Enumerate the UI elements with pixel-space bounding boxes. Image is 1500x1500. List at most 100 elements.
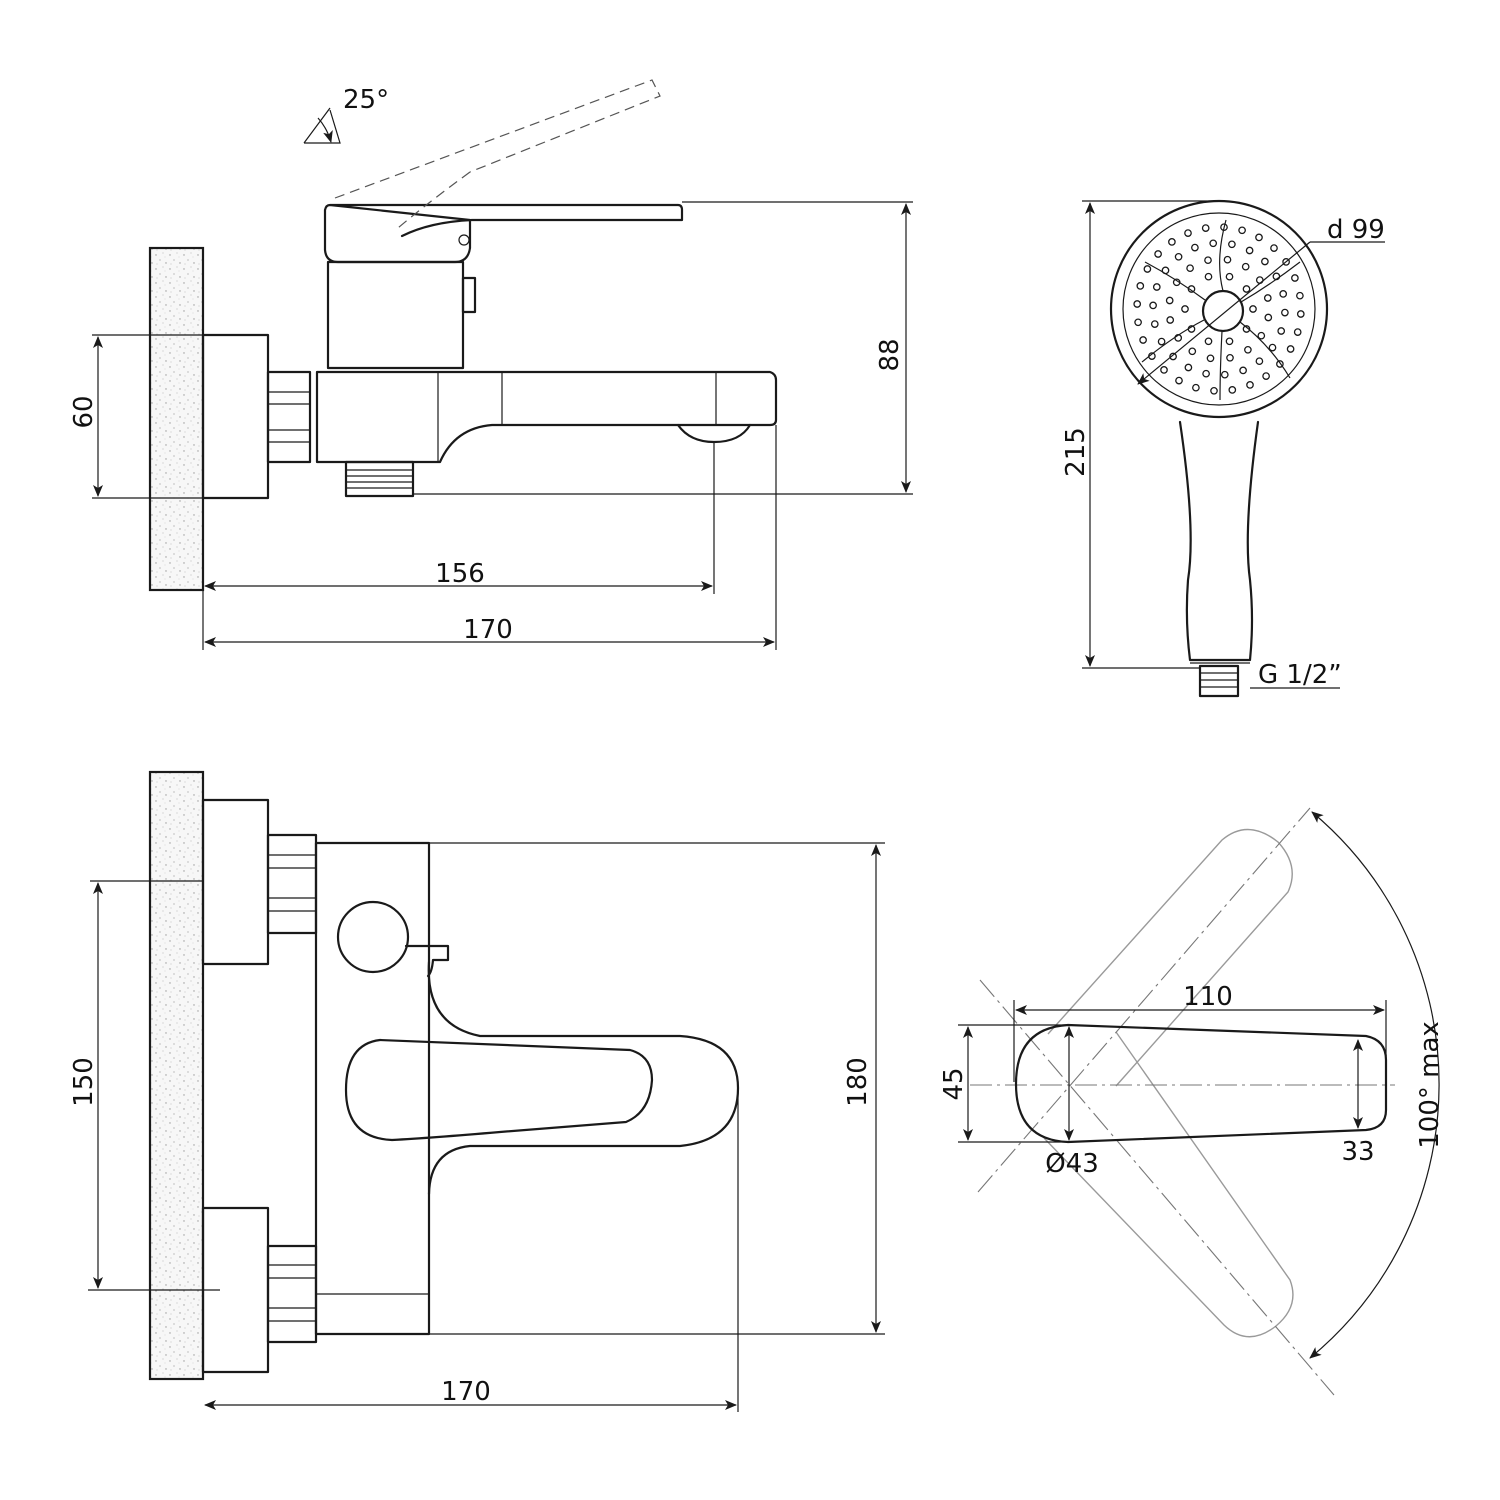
- dim-front-length-170: 170: [441, 1377, 491, 1407]
- shower-nozzle: [1246, 381, 1254, 389]
- shower-nozzle: [1134, 318, 1142, 327]
- shower-nozzle: [1175, 376, 1183, 385]
- shower-nozzle: [1191, 243, 1199, 252]
- shower-nozzle: [1149, 301, 1157, 310]
- shower-nozzle: [1261, 257, 1269, 266]
- shower-nozzle: [1143, 265, 1152, 273]
- shower-nozzle: [1181, 305, 1189, 313]
- shower-nozzle: [1220, 370, 1229, 379]
- shower-nozzle: [1157, 337, 1166, 346]
- shower-nozzle: [1225, 272, 1234, 281]
- dim-shower-length: 215: [1061, 427, 1091, 477]
- shower-spokes: [1141, 219, 1301, 401]
- shower-nozzle: [1206, 354, 1215, 363]
- shower-nozzle: [1136, 282, 1145, 290]
- shower-nozzle: [1263, 294, 1272, 302]
- shower-nozzle: [1245, 246, 1254, 255]
- side-spout: [315, 370, 778, 464]
- shower-nozzle: [1279, 290, 1288, 298]
- shower-nozzle: [1268, 343, 1277, 352]
- shower-nozzle: [1204, 256, 1212, 265]
- shower-nozzle: [1188, 347, 1197, 356]
- side-diverter-knob: [461, 276, 477, 314]
- shower-nozzle: [1296, 310, 1305, 318]
- shower-nozzle: [1270, 244, 1278, 252]
- front-nut-bottom: [266, 1244, 318, 1344]
- shower-nozzle: [1238, 226, 1246, 235]
- shower-nozzle: [1277, 327, 1286, 335]
- shower-nozzle: [1165, 296, 1174, 305]
- shower-nozzle: [1184, 363, 1193, 372]
- shower-nozzle: [1187, 285, 1196, 293]
- shower-nozzle: [1257, 331, 1266, 340]
- shower-nozzle: [1296, 291, 1304, 300]
- shower-nozzle: [1209, 239, 1218, 248]
- shower-nozzle: [1226, 353, 1234, 362]
- dim-lever-rotation: 100° max: [1415, 1021, 1445, 1149]
- shower-nozzle: [1249, 305, 1257, 313]
- dim-side-length-156: 156: [435, 559, 485, 589]
- side-lever-pivot: [458, 234, 470, 246]
- side-view: 25° 60 88 156 170: [69, 79, 913, 650]
- side-wall-flange: [201, 333, 270, 500]
- shower-nozzle: [1228, 240, 1236, 249]
- shower-nozzle: [1139, 336, 1147, 344]
- dim-side-length-170: 170: [463, 615, 513, 645]
- front-flange-top: [201, 798, 270, 966]
- shower-handle: [1178, 420, 1260, 662]
- lever-rotation-arc: [1309, 811, 1440, 1359]
- dim-lever-length-110: 110: [1183, 982, 1233, 1012]
- front-view: 150 180 170: [69, 770, 885, 1412]
- shower-nozzle: [1186, 264, 1194, 273]
- side-nut: [266, 370, 312, 464]
- lever-ghost-upper: [1047, 828, 1293, 1087]
- shower-head-inner: [1122, 212, 1316, 406]
- front-nut-top: [266, 833, 318, 935]
- shower-nozzle: [1202, 369, 1210, 378]
- front-lever: [344, 1038, 654, 1142]
- dim-side-height-88: 88: [875, 338, 905, 371]
- shower-nozzle: [1160, 366, 1168, 374]
- dim-lever-width-45: 45: [939, 1067, 969, 1100]
- side-lever: [323, 203, 684, 264]
- shower-nozzle: [1133, 300, 1142, 308]
- dim-side-height-60: 60: [69, 395, 99, 428]
- dim-front-height-180: 180: [843, 1057, 873, 1107]
- dim-side-angle: 25°: [343, 85, 389, 115]
- lever-view: 110 45 Ø43 33 100° max: [939, 807, 1445, 1396]
- shower-nozzle: [1204, 272, 1213, 281]
- shower-nozzle: [1192, 383, 1200, 392]
- shower-nozzle: [1228, 386, 1237, 394]
- shower-nozzle: [1239, 366, 1247, 375]
- shower-nozzle: [1244, 345, 1252, 354]
- shower-nozzle: [1264, 313, 1273, 322]
- shower-nozzle: [1150, 320, 1159, 328]
- shower-nozzle: [1225, 337, 1234, 346]
- shower-nozzle: [1242, 325, 1251, 333]
- shower-nozzle: [1255, 233, 1263, 242]
- shower-nozzle: [1166, 316, 1175, 324]
- dim-front-spacing-150: 150: [69, 1057, 99, 1107]
- shower-nozzle: [1255, 357, 1264, 366]
- dim-lever-tip-33: 33: [1341, 1137, 1374, 1167]
- shower-nozzle: [1281, 308, 1289, 317]
- shower-view: d 99 215 G 1/2”: [1061, 199, 1385, 698]
- side-lever-rotated: [334, 79, 661, 229]
- shower-nozzle: [1223, 255, 1232, 264]
- shower-nozzle: [1293, 328, 1302, 336]
- shower-nozzle: [1168, 238, 1176, 246]
- shower-head-outer: [1109, 199, 1329, 419]
- shower-nozzle: [1184, 229, 1192, 237]
- side-outlet-thread: [344, 460, 415, 498]
- shower-nozzles: [1133, 223, 1305, 395]
- side-aerator: [676, 423, 752, 444]
- dim-lever-diameter: Ø43: [1045, 1149, 1099, 1179]
- shower-nozzle: [1210, 386, 1218, 395]
- shower-nozzle: [1201, 224, 1210, 232]
- front-diverter-knob: [336, 900, 410, 974]
- lever-ghost-lower: [1043, 1031, 1294, 1338]
- dim-shower-thread: G 1/2”: [1258, 660, 1342, 690]
- shower-nozzle: [1169, 352, 1177, 361]
- angle-mark: [303, 107, 341, 144]
